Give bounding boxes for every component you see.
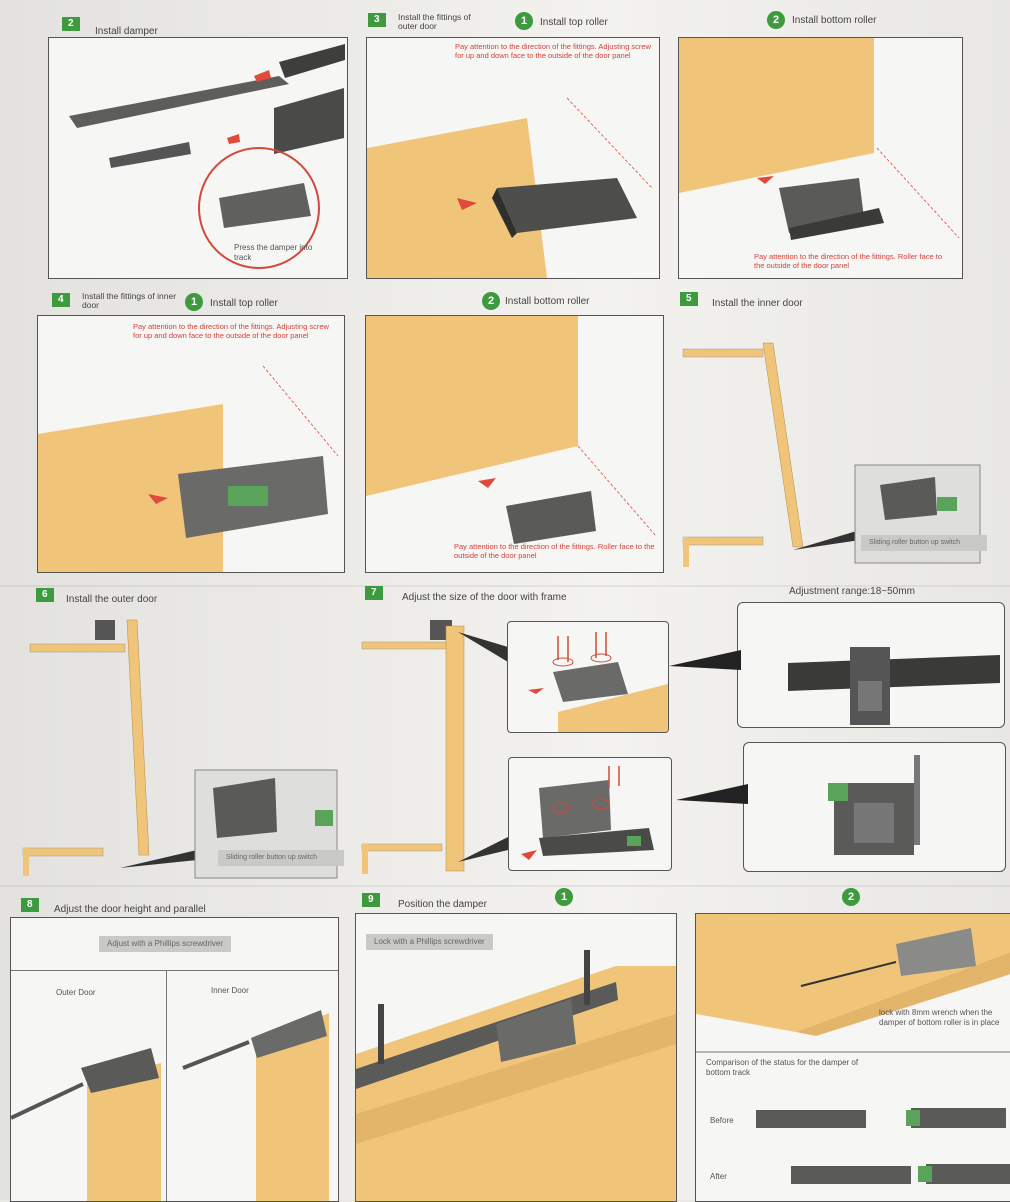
top-adjust-zoom — [788, 647, 1000, 725]
step-3-top-roller-label: Install top roller — [540, 17, 608, 28]
step-2-title: Install damper — [95, 26, 158, 37]
inner-door-label: Inner Door — [211, 986, 249, 995]
step-4-bottom-roller-label: Install bottom roller — [505, 296, 590, 307]
step-6-badge: 6 — [36, 588, 54, 602]
damper-position-illustration — [356, 950, 676, 1201]
paper-fold — [0, 885, 1010, 887]
step-4-top-note: Pay attention to the direction of the fi… — [133, 322, 329, 340]
damper-compare-illustration — [696, 914, 1010, 1184]
step-7-title: Adjust the size of the door with frame — [402, 592, 567, 603]
step-5-title: Install the inner door — [712, 298, 803, 309]
paper-fold — [0, 585, 1010, 587]
step-3-title: Install the fittings of outer door — [398, 12, 471, 31]
step-9-position-panel: Lock with a Phillips screwdriver — [355, 913, 677, 1202]
step-4-top-roller-panel: Pay attention to the direction of the fi… — [37, 315, 345, 573]
step-6-illustration: Sliding roller button up switch — [15, 610, 345, 880]
step-8-tag: Adjust with a Phillips screwdriver — [99, 936, 232, 952]
top-roller-illustration — [38, 365, 339, 572]
step-9-circle-2: 2 — [842, 888, 860, 906]
damper-illustration — [69, 44, 345, 269]
step-5-illustration: Sliding roller button up switch — [675, 325, 995, 575]
divider — [166, 970, 167, 1201]
step-7-top-detail — [507, 621, 669, 733]
step-3-bottom-roller-label: Install bottom roller — [792, 15, 877, 26]
step-2-note: Press the damper into track — [234, 243, 313, 262]
step-7-bottom-zoom — [743, 742, 1006, 872]
compare-title: Comparison of the status for the damper … — [706, 1058, 859, 1077]
step-9-title: Position the damper — [398, 899, 487, 910]
step-7-door-illustration — [358, 612, 508, 880]
adjustment-range-label: Adjustment range:18~50mm — [789, 586, 915, 597]
step-9-compare-panel: lock with 8mm wrench when the damper of … — [695, 913, 1010, 1202]
zoom-pointer — [665, 640, 745, 680]
step-2-badge: 2 — [62, 17, 80, 31]
height-adjust-illustration — [11, 1010, 329, 1201]
top-roller-illustration — [367, 97, 653, 278]
bottom-adjust-detail — [521, 766, 654, 860]
step-6-title: Install the outer door — [66, 594, 158, 605]
wrench-note: lock with 8mm wrench when the damper of … — [879, 1008, 1000, 1027]
bottom-roller-illustration — [679, 38, 960, 240]
step-4-circle-1: 1 — [185, 293, 203, 311]
step-5-badge: 5 — [680, 292, 698, 306]
step-4-circle-2: 2 — [482, 292, 500, 310]
divider — [11, 970, 338, 971]
top-adjust-detail — [528, 632, 668, 732]
step-2-panel: Press the damper into track — [48, 37, 348, 279]
before-label: Before — [710, 1116, 734, 1125]
step-3-bottom-roller-panel: Pay attention to the direction of the fi… — [678, 37, 963, 279]
step-3-bottom-note: Pay attention to the direction of the fi… — [754, 252, 943, 270]
step-9-circle-1: 1 — [555, 888, 573, 906]
step-3-badge: 3 — [368, 13, 386, 27]
step-9-tag: Lock with a Phillips screwdriver — [366, 934, 493, 950]
zoom-pointer — [672, 776, 752, 816]
outer-door-label: Outer Door — [56, 988, 96, 997]
step-3-circle-2: 2 — [767, 11, 785, 29]
step-4-bottom-note: Pay attention to the direction of the fi… — [454, 542, 655, 560]
step-5-tag: Sliding roller button up switch — [861, 535, 987, 551]
step-8-title: Adjust the door height and parallel — [54, 904, 206, 915]
step-4-bottom-roller-panel: Pay attention to the direction of the fi… — [365, 315, 664, 573]
step-6-tag: Sliding roller button up switch — [218, 850, 344, 866]
step-7-badge: 7 — [365, 586, 383, 600]
step-4-top-roller-label: Install top roller — [210, 298, 278, 309]
step-4-title: Install the fittings of inner door — [82, 291, 177, 310]
step-7-bottom-detail — [508, 757, 672, 871]
step-3-circle-1: 1 — [515, 12, 533, 30]
step-4-badge: 4 — [52, 293, 70, 307]
after-label: After — [710, 1172, 727, 1181]
step-8-panel: Adjust with a Phillips screwdriver Outer… — [10, 917, 339, 1202]
step-9-badge: 9 — [362, 893, 380, 907]
bottom-roller-illustration — [366, 316, 657, 544]
step-3-top-roller-panel: Pay attention to the direction of the fi… — [366, 37, 660, 279]
step-3-top-note: Pay attention to the direction of the fi… — [455, 42, 651, 60]
bottom-adjust-zoom — [828, 755, 920, 855]
step-7-top-zoom — [737, 602, 1005, 728]
step-8-badge: 8 — [21, 898, 39, 912]
